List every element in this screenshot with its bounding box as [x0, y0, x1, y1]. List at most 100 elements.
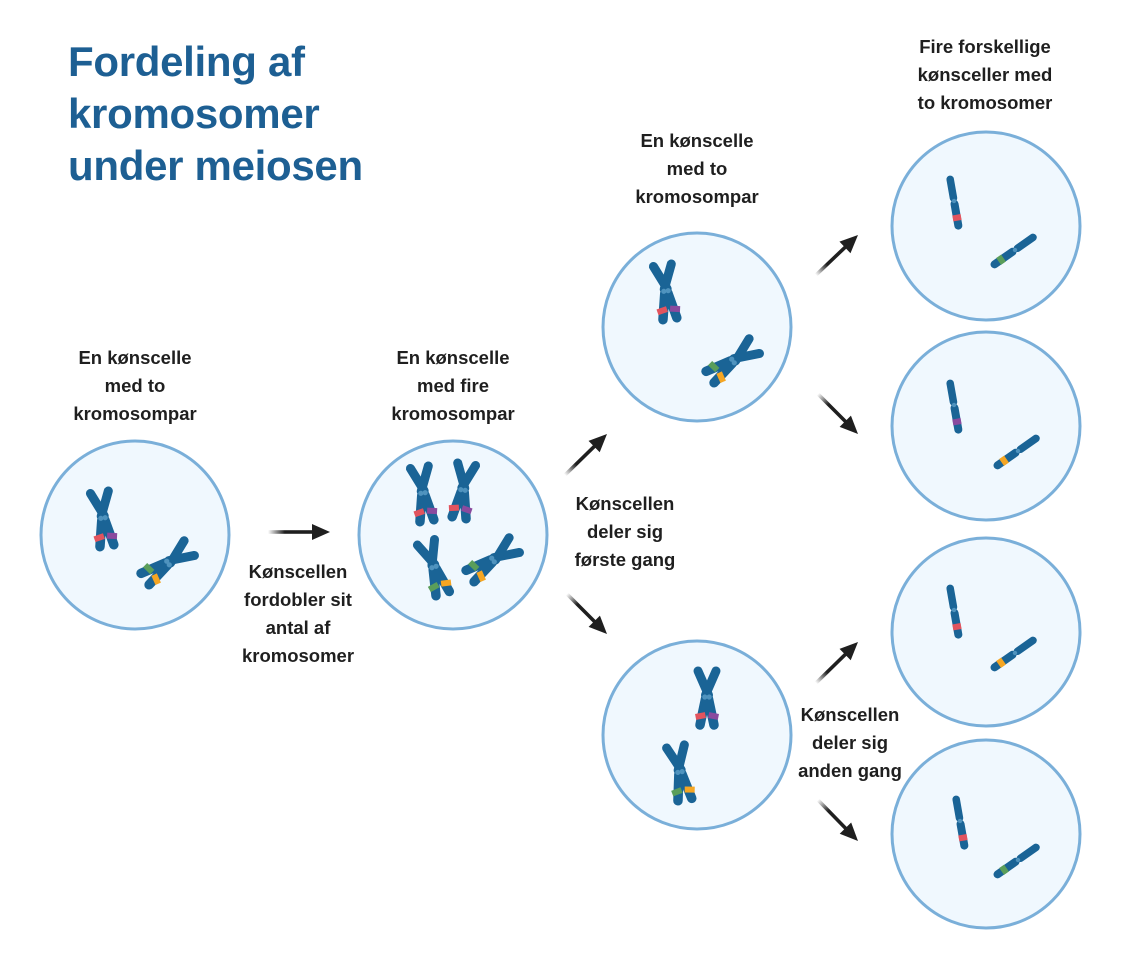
centromere [951, 198, 957, 204]
chromosome-x [405, 461, 439, 527]
arrow-shaft [816, 392, 850, 426]
chromosome-single [990, 233, 1037, 269]
centromere [702, 694, 708, 700]
chromosome-band [958, 834, 968, 842]
arrow-head [588, 434, 607, 453]
title-line: kromosomer [68, 90, 320, 137]
label-line: deler sig [586, 521, 664, 542]
arrow-shaft [814, 243, 850, 277]
centromere [102, 515, 108, 521]
chromosome-band [996, 254, 1006, 265]
label-line: med fire [417, 375, 489, 396]
chromosome-band [106, 532, 118, 540]
chromatid [412, 540, 455, 597]
chromosome-band [426, 507, 438, 515]
arrow-head [312, 524, 330, 540]
chromosome-x [693, 666, 721, 730]
title-line: Fordeling af [68, 38, 305, 85]
arrow-first-division-up [563, 434, 607, 477]
cell-membrane [890, 130, 1082, 322]
chromosome-band [448, 504, 460, 512]
chromosome-band [708, 712, 719, 720]
arrow-second-division-2 [816, 392, 858, 434]
centromere [675, 769, 681, 775]
diagram-title: Fordeling af kromosomer under meiosen [68, 36, 408, 192]
chromosome-band [656, 306, 668, 316]
cell-membrane [39, 439, 231, 631]
chromosome-band [669, 305, 681, 313]
cell-final-3 [890, 536, 1082, 728]
label-line: Kønscellen [575, 493, 675, 514]
label-start-cell: En kønscelle med to kromosompar [55, 344, 215, 428]
label-line: En kønscelle [396, 347, 510, 368]
chromosome-band [952, 623, 962, 631]
centromere [462, 487, 468, 493]
chromatid [469, 533, 514, 587]
label-line: kromosompar [391, 403, 515, 424]
arrow-head [839, 235, 859, 254]
cell-membrane [601, 231, 793, 423]
label-line: kromosomer [241, 645, 355, 666]
centromere [951, 402, 957, 408]
cell-final-1 [890, 130, 1082, 322]
chromosome-band [93, 533, 105, 543]
chromosome-single [952, 795, 969, 850]
centromere [98, 515, 104, 521]
centromere [433, 563, 439, 569]
centromere [679, 769, 685, 775]
chromosome-band [952, 418, 962, 426]
centromere [731, 360, 737, 366]
arrow-shaft [563, 442, 599, 477]
arrows-layer [268, 235, 859, 841]
label-line: kromosompar [73, 403, 197, 424]
centromere [458, 487, 464, 493]
arrow-duplication [268, 524, 330, 540]
label-line: Kønscellen [248, 561, 348, 582]
arrow-head [839, 822, 858, 841]
centromere [1012, 650, 1018, 656]
chromosome-band [427, 582, 440, 593]
chromatid [405, 464, 439, 525]
chromosome-band [468, 559, 480, 572]
chromatid [693, 666, 719, 730]
cell-membrane [890, 330, 1082, 522]
centromere [166, 562, 172, 568]
label-step-second-division: Kønscellen deler sig anden gang [780, 701, 920, 785]
label-line: antal af [265, 617, 331, 638]
centromere [429, 565, 435, 571]
cell-first-top [601, 231, 793, 423]
chromosome-single [946, 584, 963, 639]
cell-membrane [890, 536, 1082, 728]
label-first-division-cell: En kønscelle med to kromosompar [617, 127, 777, 211]
chromosome-single [990, 636, 1037, 672]
centromere [418, 490, 424, 496]
label-line: kromosompar [635, 186, 759, 207]
label-line: deler sig [811, 732, 889, 753]
cell-start [39, 439, 231, 631]
arrow-shaft [816, 798, 850, 833]
chromosome-single [946, 175, 963, 230]
chromosome-band [440, 579, 452, 587]
label-line: anden gang [798, 760, 902, 781]
chromosome-x [412, 534, 455, 601]
arrow-second-division-4 [816, 798, 858, 841]
chromosome-band [999, 864, 1009, 875]
chromosome-band [671, 787, 683, 797]
label-line: En kønscelle [78, 347, 192, 368]
centromere [661, 288, 667, 294]
arrow-shaft [565, 592, 599, 626]
cell-duplicated [357, 439, 549, 631]
chromatid [453, 458, 471, 524]
chromatid [709, 334, 754, 388]
chromosome-band [708, 360, 720, 373]
chromosome-band [695, 712, 706, 720]
chromosome-band [952, 214, 962, 222]
centromere [706, 694, 712, 700]
arrow-head [839, 415, 858, 434]
chromosome-band [143, 562, 155, 575]
chromosome-x [136, 536, 199, 590]
arrow-first-division-down [565, 592, 607, 634]
chromosome-x [461, 533, 524, 587]
centromere [665, 288, 671, 294]
